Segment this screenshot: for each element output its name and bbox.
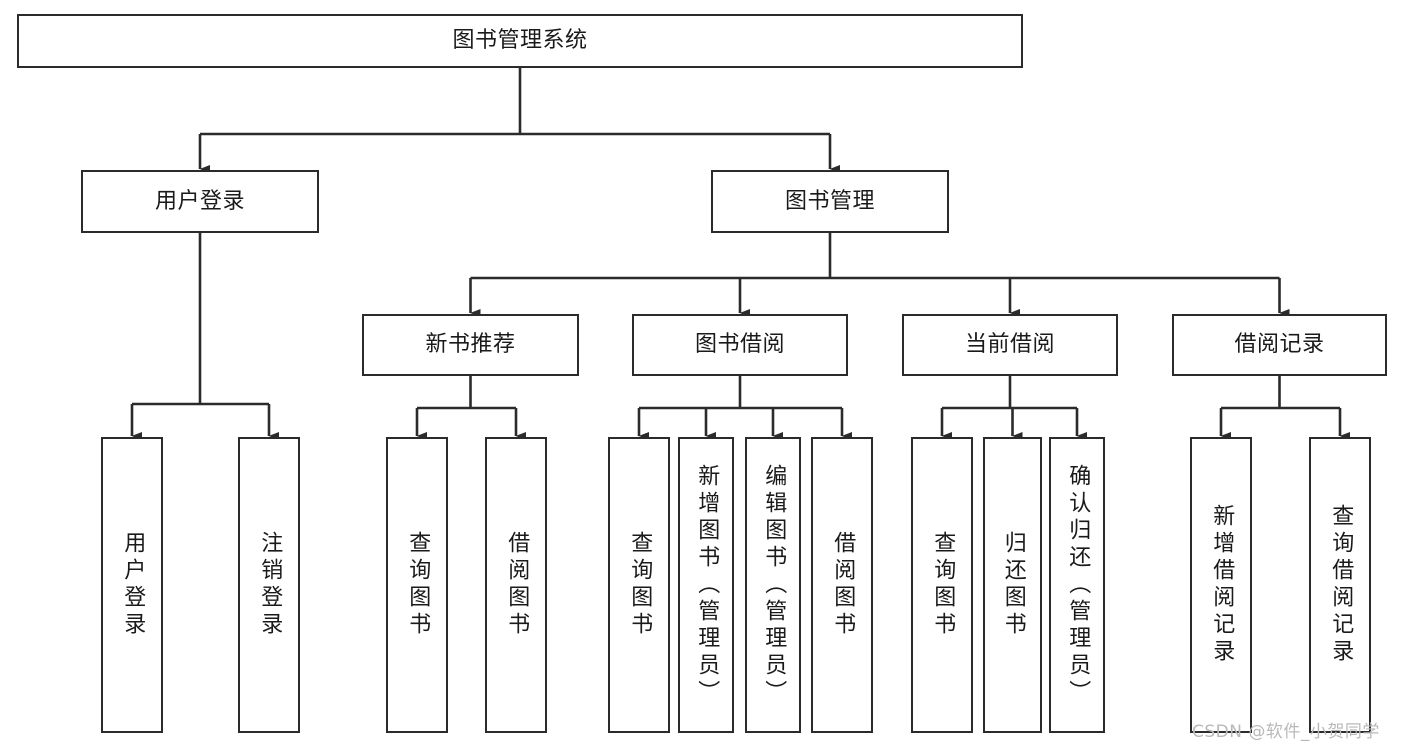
leaf-borrow-book-label: 借阅图书 bbox=[830, 531, 856, 639]
node-root-label: 图书管理系统 bbox=[452, 28, 588, 54]
leaf-query-book-borrow[interactable]: 查询图书 bbox=[608, 437, 670, 733]
leaf-add-borrow-record-label: 新增借阅记录 bbox=[1209, 504, 1235, 666]
leaf-edit-book-admin[interactable]: 编辑图书（管理员） bbox=[745, 437, 801, 733]
leaf-logout[interactable]: 注销登录 bbox=[238, 437, 300, 733]
watermark: CSDN @软件_小贺同学 bbox=[1192, 722, 1380, 742]
node-root[interactable]: 图书管理系统 bbox=[17, 14, 1023, 68]
node-new-book-recommend[interactable]: 新书推荐 bbox=[362, 314, 579, 376]
node-borrow-record-label: 借阅记录 bbox=[1234, 332, 1325, 358]
leaf-borrow-book-rec-label: 借阅图书 bbox=[504, 531, 530, 639]
leaf-query-book-rec[interactable]: 查询图书 bbox=[386, 437, 448, 733]
leaf-query-book-current[interactable]: 查询图书 bbox=[911, 437, 973, 733]
node-book-borrow-label: 图书借阅 bbox=[694, 332, 785, 358]
node-new-book-recommend-label: 新书推荐 bbox=[425, 332, 516, 358]
node-book-borrow[interactable]: 图书借阅 bbox=[632, 314, 848, 376]
leaf-user-login-label: 用户登录 bbox=[120, 531, 146, 639]
leaf-query-book-current-label: 查询图书 bbox=[930, 531, 956, 639]
node-current-borrow-label: 当前借阅 bbox=[964, 332, 1055, 358]
leaf-borrow-book-rec[interactable]: 借阅图书 bbox=[485, 437, 547, 733]
node-current-borrow[interactable]: 当前借阅 bbox=[902, 314, 1118, 376]
leaf-confirm-return-admin[interactable]: 确认归还（管理员） bbox=[1049, 437, 1105, 733]
node-borrow-record[interactable]: 借阅记录 bbox=[1172, 314, 1387, 376]
node-user-login[interactable]: 用户登录 bbox=[81, 170, 319, 233]
leaf-add-book-admin[interactable]: 新增图书（管理员） bbox=[678, 437, 734, 733]
leaf-logout-label: 注销登录 bbox=[257, 531, 283, 639]
node-user-login-label: 用户登录 bbox=[154, 188, 245, 214]
leaf-query-borrow-record[interactable]: 查询借阅记录 bbox=[1309, 437, 1371, 733]
leaf-add-book-admin-label: 新增图书（管理员） bbox=[694, 463, 720, 707]
leaf-query-borrow-record-label: 查询借阅记录 bbox=[1328, 504, 1354, 666]
node-book-management-label: 图书管理 bbox=[784, 188, 875, 214]
leaf-edit-book-admin-label: 编辑图书（管理员） bbox=[761, 463, 787, 707]
leaf-confirm-return-admin-label: 确认归还（管理员） bbox=[1065, 463, 1091, 707]
leaf-query-book-rec-label: 查询图书 bbox=[405, 531, 431, 639]
leaf-return-book-label: 归还图书 bbox=[1000, 531, 1026, 639]
leaf-return-book[interactable]: 归还图书 bbox=[983, 437, 1042, 733]
leaf-query-book-borrow-label: 查询图书 bbox=[627, 531, 653, 639]
node-book-management[interactable]: 图书管理 bbox=[711, 170, 949, 233]
leaf-borrow-book[interactable]: 借阅图书 bbox=[811, 437, 873, 733]
leaf-add-borrow-record[interactable]: 新增借阅记录 bbox=[1190, 437, 1252, 733]
leaf-user-login[interactable]: 用户登录 bbox=[101, 437, 163, 733]
